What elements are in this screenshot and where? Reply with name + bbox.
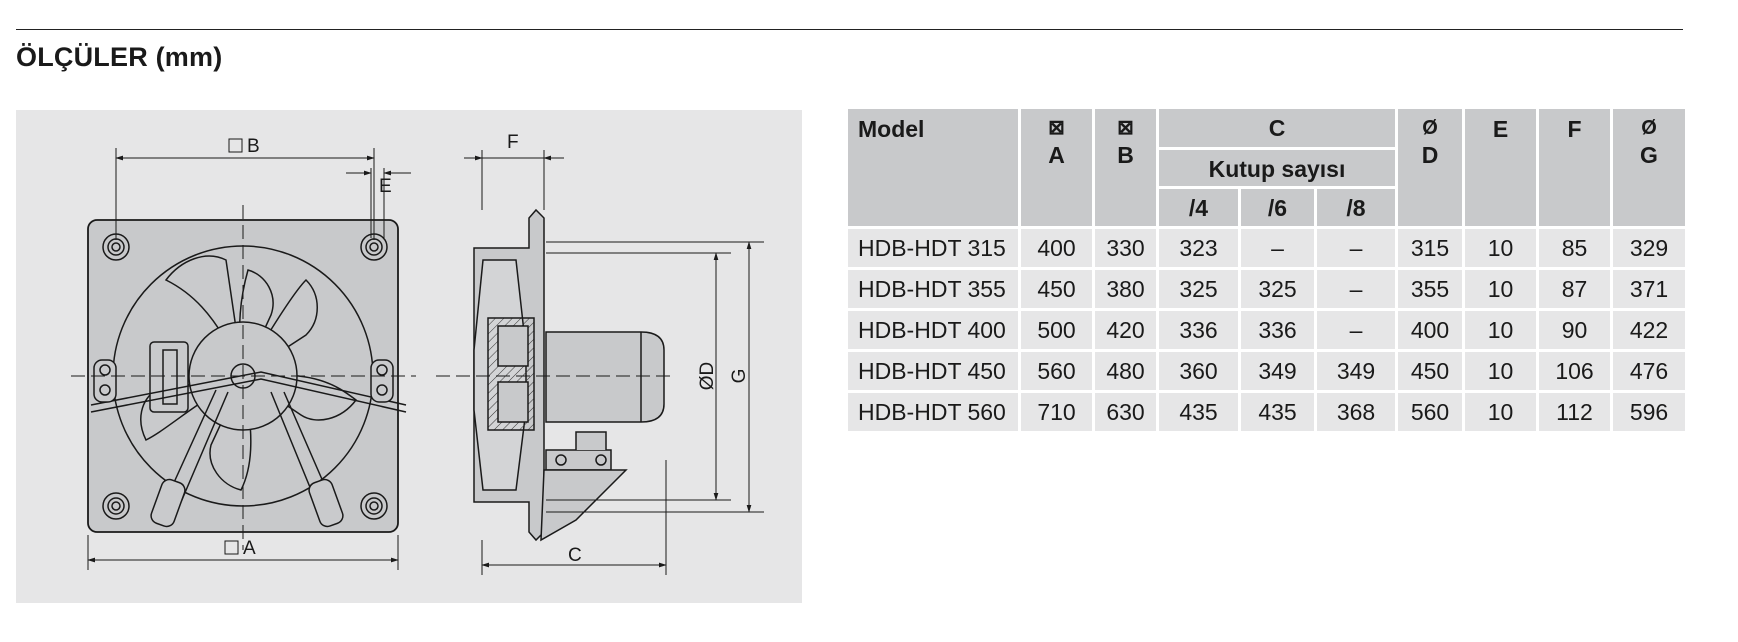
lower-right-bracket xyxy=(308,478,344,528)
header-b: ⊠B xyxy=(1095,109,1156,226)
terminal-box xyxy=(149,341,189,413)
motor-body xyxy=(545,331,665,423)
header-pole-4: /4 xyxy=(1159,189,1238,226)
label-f: F xyxy=(507,132,519,153)
header-pole-8: /8 xyxy=(1317,189,1395,226)
square-symbol-a xyxy=(224,540,239,555)
diameter-icon: Ø xyxy=(1422,117,1438,139)
top-rule xyxy=(16,29,1683,30)
square-diagonal-icon: ⊠ xyxy=(1117,117,1134,139)
header-kutup-sayisi: Kutup sayısı xyxy=(1159,150,1395,186)
diameter-icon: Ø xyxy=(1641,117,1657,139)
table-row: HDB-HDT 400 500 420 336 336 – 400 10 90 … xyxy=(848,311,1685,349)
side-dimensions xyxy=(464,150,764,575)
side-view xyxy=(436,208,676,542)
table-row: HDB-HDT 315 400 330 323 – – 315 10 85 32… xyxy=(848,229,1685,267)
label-c: C xyxy=(568,545,582,566)
header-f: F xyxy=(1539,109,1610,226)
page-title: ÖLÇÜLER (mm) xyxy=(16,42,223,72)
label-b: B xyxy=(247,136,260,157)
front-dimensions xyxy=(87,138,411,570)
header-e: E xyxy=(1465,109,1536,226)
label-a: A xyxy=(243,538,256,559)
label-d: ØD xyxy=(697,362,718,391)
header-pole-6: /6 xyxy=(1241,189,1314,226)
support-bracket xyxy=(540,469,628,542)
label-g: G xyxy=(729,369,750,384)
drawing-panel: B E A xyxy=(16,110,802,603)
table-row: HDB-HDT 560 710 630 435 435 368 560 10 1… xyxy=(848,393,1685,431)
front-view xyxy=(71,205,416,550)
fan-technical-drawing: B E A xyxy=(71,132,764,575)
lower-left-bracket xyxy=(150,478,186,528)
square-diagonal-icon: ⊠ xyxy=(1048,117,1065,139)
table-row: HDB-HDT 450 560 480 360 349 349 450 10 1… xyxy=(848,352,1685,390)
header-model: Model xyxy=(848,109,1018,226)
header-a: ⊠A xyxy=(1021,109,1092,226)
table-row: HDB-HDT 355 450 380 325 325 – 355 10 87 … xyxy=(848,270,1685,308)
square-symbol-b xyxy=(228,138,243,153)
label-e: E xyxy=(379,176,392,197)
header-c: C xyxy=(1159,109,1395,147)
